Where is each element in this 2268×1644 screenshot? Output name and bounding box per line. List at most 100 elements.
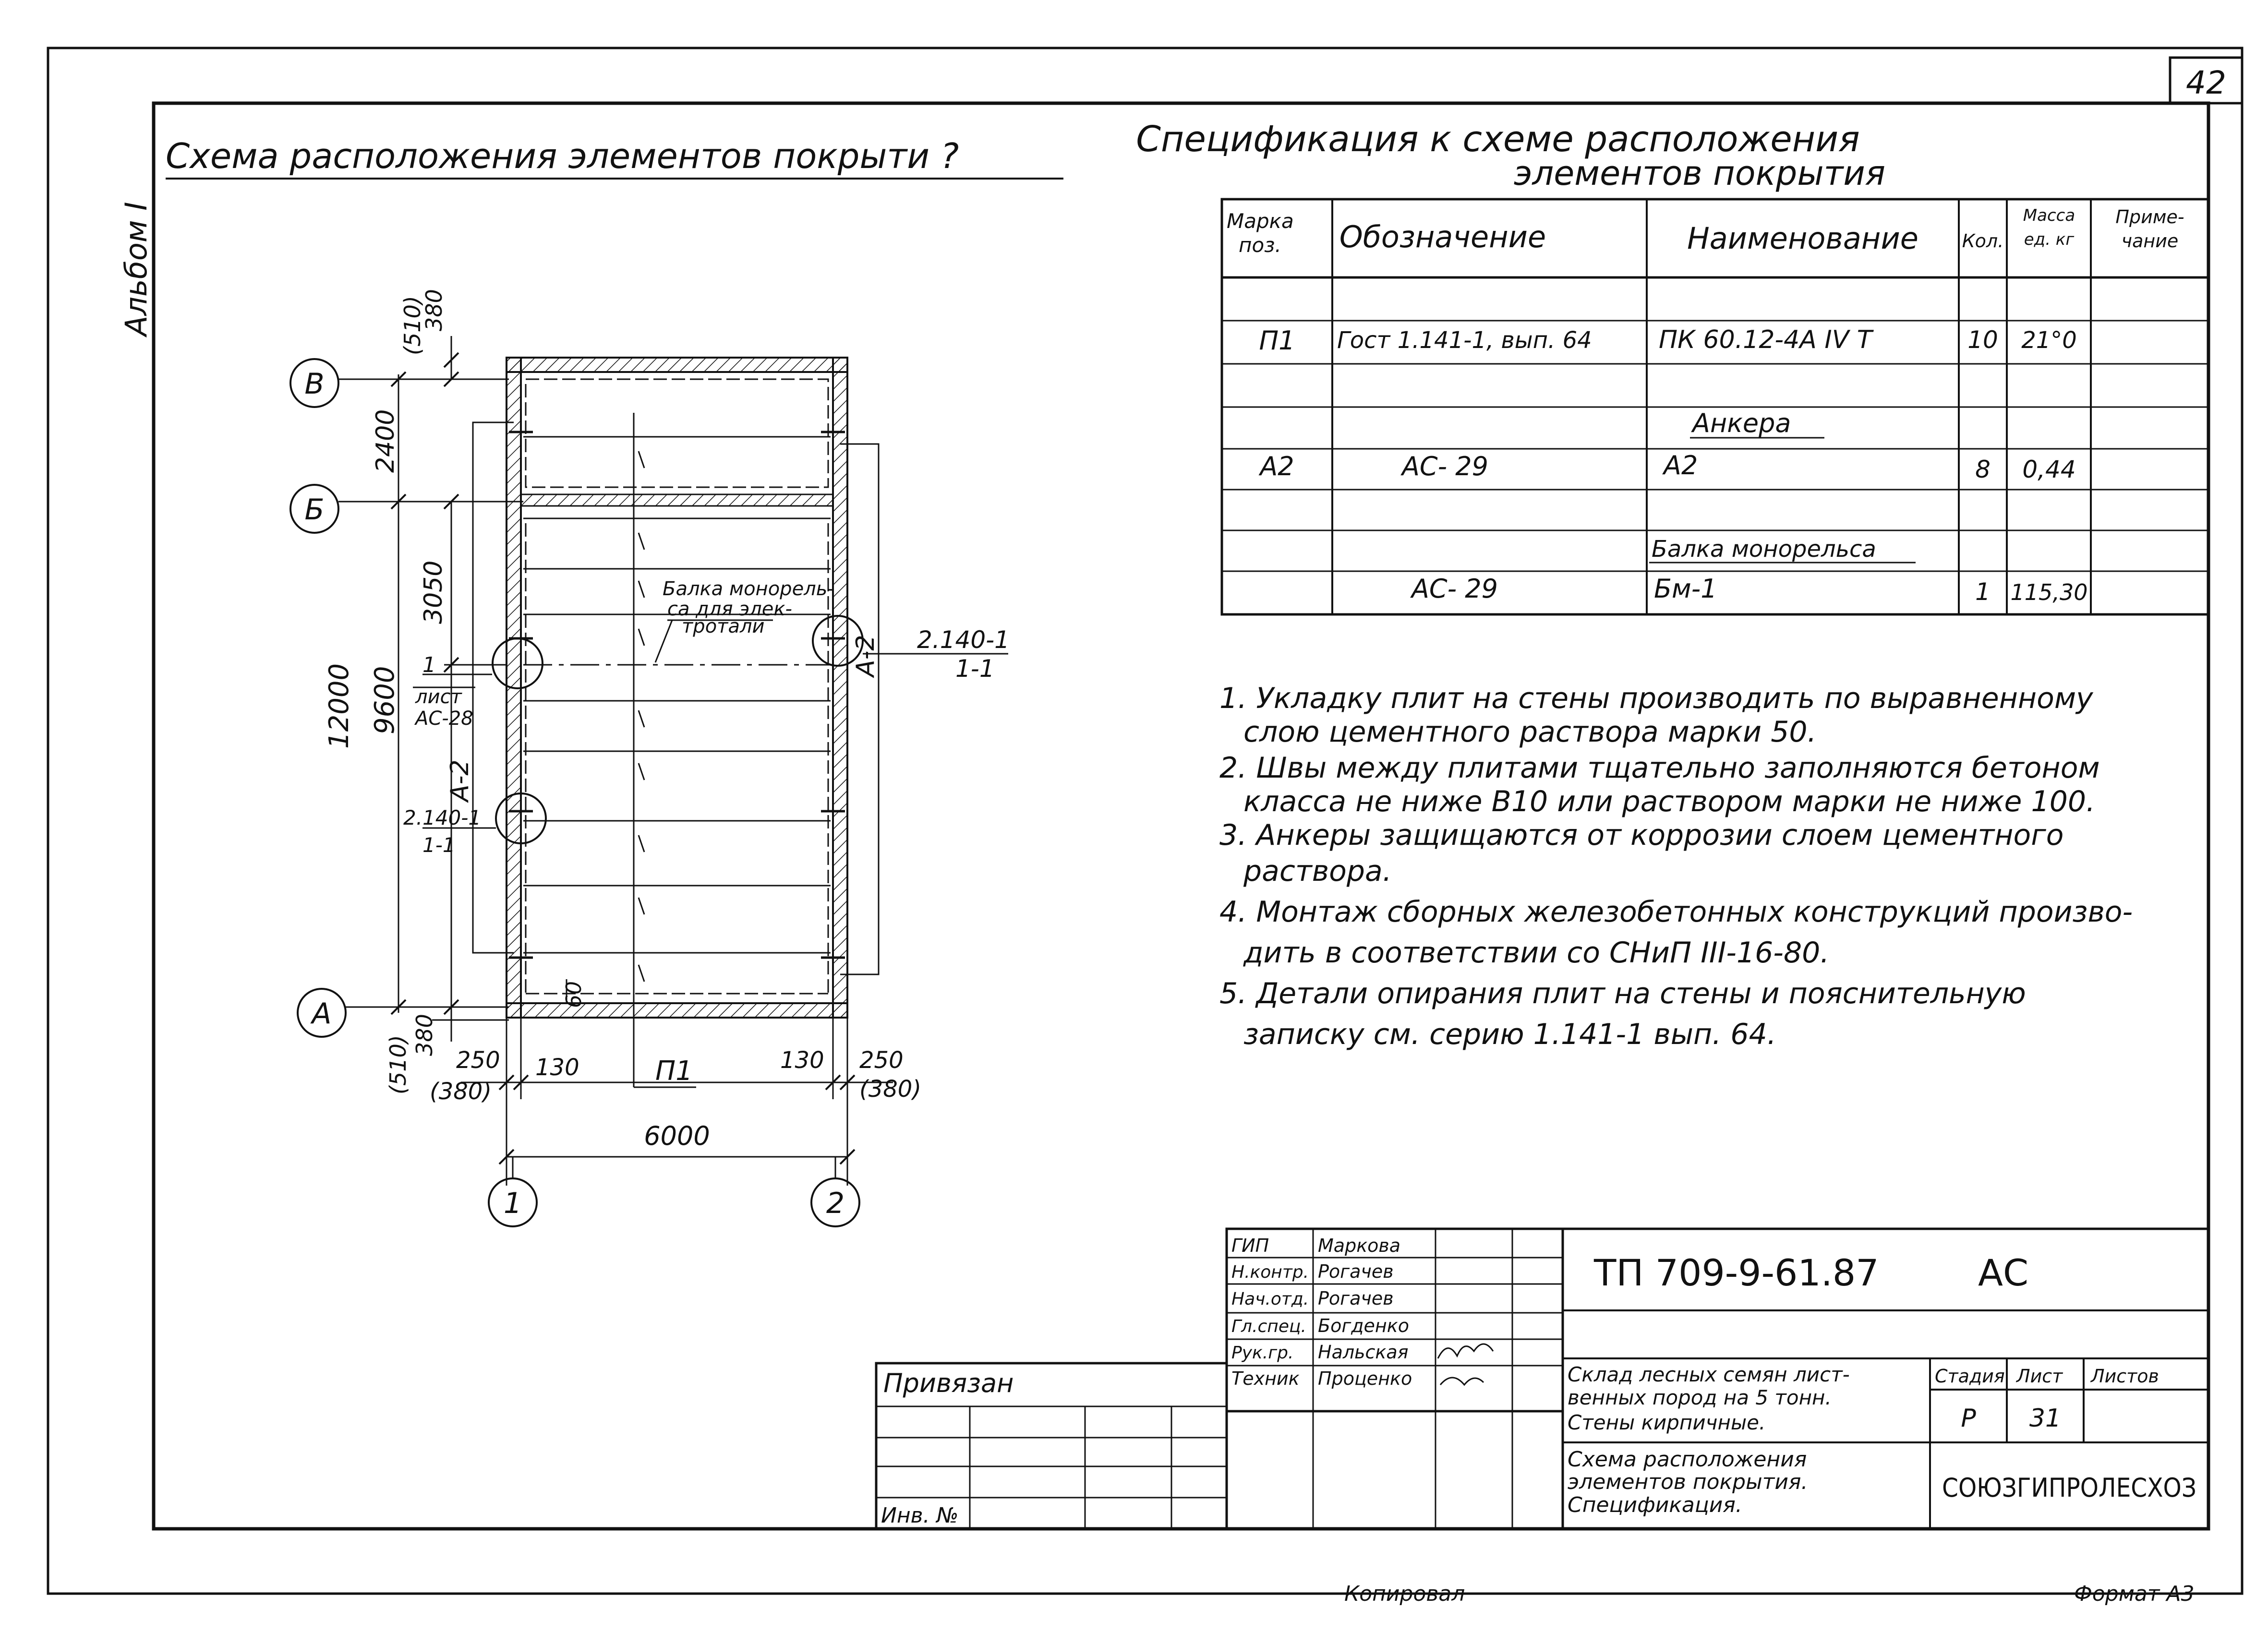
spec-row-mass: 115,30 bbox=[2011, 579, 2088, 605]
title-block: Привязан Инв. № ГИП Маркова Н.контр. Рог… bbox=[875, 1227, 2210, 1530]
spec-row-designation: АС- 29 bbox=[1410, 574, 1498, 604]
spec-row-name: Анкера bbox=[1691, 408, 1791, 438]
note-line: 2. Швы между плитами тщательно заполняют… bbox=[1219, 751, 2100, 785]
note-line: 1. Укладку плит на стены производить по … bbox=[1219, 682, 2094, 715]
dim-9600: 9600 bbox=[369, 666, 400, 734]
axis-V: В bbox=[304, 367, 324, 401]
hdr-mark-2: поз. bbox=[1239, 233, 1281, 257]
dim-top-510: (510) bbox=[399, 296, 425, 355]
beam-label-2: са для элек- bbox=[667, 598, 792, 620]
signer: Маркова bbox=[1318, 1235, 1400, 1256]
hdr-qty: Кол. bbox=[1962, 230, 2004, 252]
page-number: 42 bbox=[2186, 64, 2226, 101]
hdr-note-2: чание bbox=[2122, 230, 2179, 252]
anchor-a2-left: А-2 bbox=[446, 760, 474, 803]
signer: Богденко bbox=[1318, 1315, 1409, 1336]
sheet-value: 31 bbox=[2029, 1404, 2061, 1433]
bound-label: Привязан bbox=[883, 1368, 1013, 1398]
drawing-line-1: Схема расположения bbox=[1568, 1447, 1807, 1472]
spec-row-mass: 0,44 bbox=[2022, 456, 2075, 483]
role: ГИП bbox=[1231, 1235, 1269, 1256]
dim-2400: 2400 bbox=[371, 409, 400, 473]
ref-left-top-3: АС-28 bbox=[414, 708, 473, 730]
axis-1: 1 bbox=[504, 1187, 522, 1220]
spec-title-2: элементов покрытия bbox=[1514, 154, 1885, 193]
spec-row-qty: 10 bbox=[1967, 326, 1998, 354]
wall-middle bbox=[520, 493, 834, 507]
hdr-mass-1: Масса bbox=[2023, 206, 2075, 225]
ref-right-1: 2.140-1 bbox=[917, 626, 1010, 654]
note-line: раствора. bbox=[1243, 854, 1392, 888]
hdr-name: Наименование bbox=[1687, 221, 1918, 256]
ref-left-top-1: 1 bbox=[422, 653, 436, 677]
general-notes: 1. Укладку плит на стены производить по … bbox=[1219, 682, 2133, 1051]
specification: Спецификация к схеме расположения элемен… bbox=[1136, 119, 2210, 616]
note-line: класса не ниже В10 или раствором марки н… bbox=[1243, 785, 2095, 818]
copied-label: Копировал bbox=[1344, 1582, 1465, 1606]
dim-60: 60 bbox=[562, 981, 586, 1008]
role: Техник bbox=[1231, 1368, 1300, 1389]
dim-12000: 12000 bbox=[324, 663, 355, 749]
spec-row-name: Балка монорельса bbox=[1652, 536, 1876, 563]
anchor-a2-right: А-2 bbox=[851, 635, 880, 678]
spec-row-mass: 21°0 bbox=[2021, 327, 2077, 354]
spec-row-qty: 8 bbox=[1975, 456, 1991, 483]
ref-right-2: 1-1 bbox=[955, 655, 995, 683]
hdr-mass-2: ед. кг bbox=[2024, 230, 2075, 249]
dim-bot-510: (510) bbox=[385, 1035, 411, 1094]
axis-B: Б bbox=[304, 493, 324, 527]
signer: Нальская bbox=[1318, 1342, 1409, 1363]
role: Гл.спец. bbox=[1231, 1317, 1306, 1336]
beam-label-1: Балка монорель- bbox=[663, 578, 834, 600]
hdr-mark-1: Марка bbox=[1227, 209, 1294, 233]
sheet-label: Лист bbox=[2015, 1366, 2063, 1387]
signer: Рогачев bbox=[1318, 1288, 1394, 1309]
note-line: 3. Анкеры защищаются от коррозии слоем ц… bbox=[1219, 818, 2063, 852]
plan-title: Схема расположения элементов покрыти ? bbox=[166, 136, 959, 176]
inv-label: Инв. № bbox=[881, 1503, 958, 1528]
note-line: слою цементного раствора марки 50. bbox=[1243, 715, 1817, 749]
beam-label-3: тротали bbox=[682, 615, 765, 637]
wall-top bbox=[506, 357, 848, 373]
note-line: записку см. серию 1.141-1 вып. 64. bbox=[1243, 1018, 1776, 1051]
dim-right-130: 130 bbox=[780, 1047, 824, 1074]
ref-left-bot-2: 1-1 bbox=[422, 833, 456, 857]
object-line-3: Стены кирпичные. bbox=[1568, 1411, 1765, 1434]
signer: Рогачев bbox=[1318, 1261, 1394, 1282]
page-number-box bbox=[2169, 56, 2244, 105]
album-label: Альбом I bbox=[119, 202, 154, 338]
ref-left-top-2: лист bbox=[415, 686, 463, 708]
dim-left-250: 250 bbox=[456, 1047, 500, 1074]
wall-right bbox=[832, 357, 848, 1019]
spec-row-designation: Гост 1.141-1, вып. 64 bbox=[1337, 327, 1592, 354]
ref-left-bot-1: 2.140-1 bbox=[403, 806, 481, 829]
hdr-note-1: Приме- bbox=[2115, 206, 2184, 228]
note-line: дить в соответствии со СНиП III-16-80. bbox=[1243, 936, 1829, 970]
signer: Проценко bbox=[1318, 1368, 1412, 1389]
project-code: ТП 709-9-61.87 bbox=[1593, 1251, 1879, 1294]
dim-3050: 3050 bbox=[419, 561, 448, 624]
spec-row-mark: П1 bbox=[1259, 325, 1295, 356]
axis-A: А bbox=[310, 997, 331, 1031]
spec-row-designation: АС- 29 bbox=[1400, 451, 1488, 481]
spec-row-name: ПК 60.12-4А IV Т bbox=[1659, 325, 1874, 354]
role: Нач.отд. bbox=[1231, 1289, 1309, 1309]
spec-title-1: Спецификация к схеме расположения bbox=[1136, 119, 1859, 160]
role: Рук.гр. bbox=[1231, 1343, 1293, 1363]
spec-row-mark: А2 bbox=[1258, 451, 1294, 481]
dim-top-380: 380 bbox=[421, 289, 447, 331]
wall-bottom bbox=[506, 1002, 848, 1019]
stage-label: Стадия bbox=[1935, 1366, 2005, 1387]
drawing-line-2: элементов покрытия. bbox=[1568, 1470, 1808, 1494]
hdr-designation: Обозначение bbox=[1339, 219, 1546, 254]
dim-right-250: 250 bbox=[859, 1047, 904, 1074]
slab-label: П1 bbox=[655, 1056, 693, 1087]
format-label: Формат А3 bbox=[2074, 1582, 2195, 1606]
dim-right-380: (380) bbox=[859, 1076, 921, 1103]
stage-value: Р bbox=[1961, 1404, 1976, 1433]
role: Н.контр. bbox=[1231, 1262, 1309, 1282]
dim-6000: 6000 bbox=[644, 1121, 710, 1151]
object-line-2: венных пород на 5 тонн. bbox=[1568, 1386, 1832, 1409]
dim-bot-380: 380 bbox=[411, 1014, 437, 1056]
